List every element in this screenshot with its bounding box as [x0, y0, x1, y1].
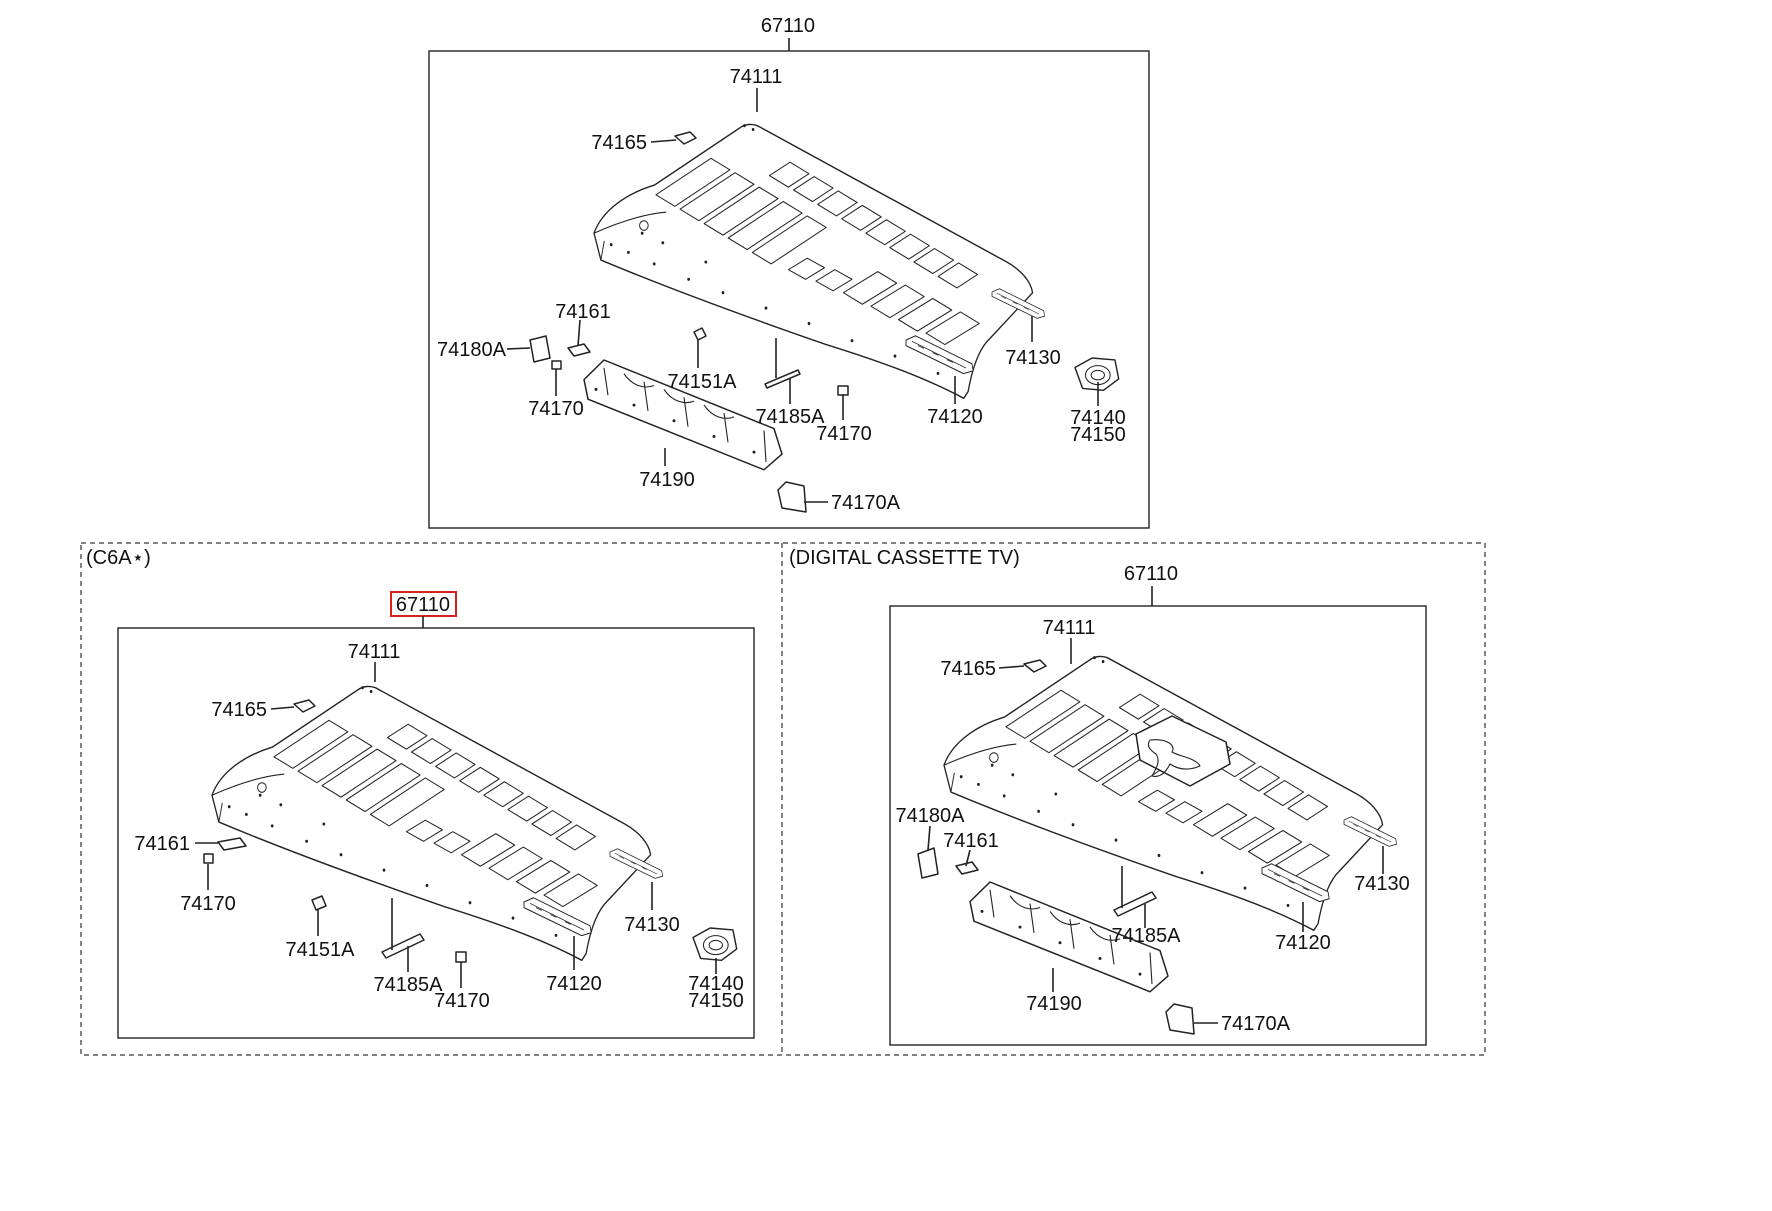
- right-label-roof-panel: 74111: [1043, 617, 1096, 639]
- left-label-stay: 74185A: [374, 974, 444, 996]
- top-label-stay: 74185A: [756, 406, 826, 428]
- right-tv-housing: [1135, 715, 1231, 787]
- left-lamp: [692, 927, 738, 962]
- left-pad-small: [203, 853, 214, 864]
- top-pad-small: [551, 360, 562, 370]
- top-clip-top: [674, 131, 697, 145]
- variants-frame: [80, 542, 1486, 1056]
- top-label-bracket-a: 74161: [555, 301, 611, 323]
- right-label-panel-low: 74190: [1026, 993, 1082, 1015]
- right-label-pad-big: 74170A: [1221, 1013, 1291, 1035]
- right-pad-a: [917, 847, 939, 879]
- top-assembly-box: [428, 50, 1150, 529]
- right-leaders: [927, 638, 1384, 1024]
- left-label-lamp-2: 74150: [688, 990, 744, 1012]
- top-pad-a: [529, 335, 551, 363]
- top-bracket-a: [567, 343, 591, 357]
- right-panel: (DIGITAL CASSETTE TV) 67110: [789, 547, 1427, 1046]
- right-label-bracket-a: 74161: [943, 830, 999, 852]
- top-clip-mid: [693, 327, 707, 341]
- top-leaders: [506, 88, 1099, 503]
- top-label-pad-a: 74180A: [437, 339, 507, 361]
- left-clip-top: [293, 699, 316, 713]
- left-bracket-a: [217, 837, 247, 851]
- right-assembly-label: 67110: [1124, 563, 1178, 585]
- top-assembly-label: 67110: [761, 15, 815, 37]
- top-pad-big: [777, 481, 807, 513]
- top-label-pad-small-2: 74170: [816, 423, 872, 445]
- top-stay: [764, 369, 801, 389]
- left-label-bracket-a: 74161: [134, 833, 190, 855]
- right-label-pad-a: 74180A: [896, 805, 966, 827]
- left-caption: (C6A⋆): [86, 547, 151, 569]
- left-leaders: [195, 662, 717, 988]
- left-roof-panel: [211, 685, 652, 962]
- left-label-pad-small: 74170: [180, 893, 236, 915]
- right-assembly-box: [889, 605, 1427, 1046]
- top-pad-small-2: [837, 385, 849, 396]
- left-assembly-box: [117, 627, 755, 1039]
- left-assembly-label: 67110: [396, 594, 450, 616]
- top-label-lamp-1: 74140: [1070, 407, 1126, 429]
- right-label-rail-front: 74120: [1275, 932, 1331, 954]
- right-clip-top: [1023, 659, 1047, 673]
- right-label-rail-rear: 74130: [1354, 873, 1410, 895]
- left-label-rail-front: 74120: [546, 973, 602, 995]
- top-label-pad-big: 74170A: [831, 492, 901, 514]
- top-label-clip-mid: 74151A: [668, 371, 738, 393]
- left-label-rail-rear: 74130: [624, 914, 680, 936]
- top-label-rail-front: 74120: [927, 406, 983, 428]
- left-clip-mid: [311, 895, 327, 911]
- left-label-roof-panel: 74111: [348, 641, 401, 663]
- top-label-lamp-2: 74150: [1070, 424, 1126, 446]
- top-label-rail-rear: 74130: [1005, 347, 1061, 369]
- left-label-lamp-1: 74140: [688, 973, 744, 995]
- right-label-stay: 74185A: [1112, 925, 1182, 947]
- left-panel: (C6A⋆) 67110 74111 74165 74161: [86, 547, 755, 1039]
- right-caption: (DIGITAL CASSETTE TV): [789, 547, 1020, 569]
- top-label-panel-low: 74190: [639, 469, 695, 491]
- left-label-clip-mid: 74151A: [286, 939, 356, 961]
- left-stay: [381, 933, 425, 959]
- right-label-clip-top: 74165: [940, 658, 996, 680]
- right-stay: [1113, 891, 1157, 917]
- left-label-clip-top: 74165: [211, 699, 267, 721]
- top-lamp: [1074, 357, 1120, 392]
- right-pad-big: [1165, 1003, 1195, 1035]
- top-label-clip-top: 74165: [591, 132, 647, 154]
- top-label-pad-small: 74170: [528, 398, 584, 420]
- top-label-roof-panel: 74111: [730, 66, 783, 88]
- left-label-pad-small-2: 74170: [434, 990, 490, 1012]
- left-pad-small-2: [455, 951, 467, 963]
- top-panel: 67110: [428, 15, 1150, 529]
- top-roof-panel: [593, 123, 1034, 400]
